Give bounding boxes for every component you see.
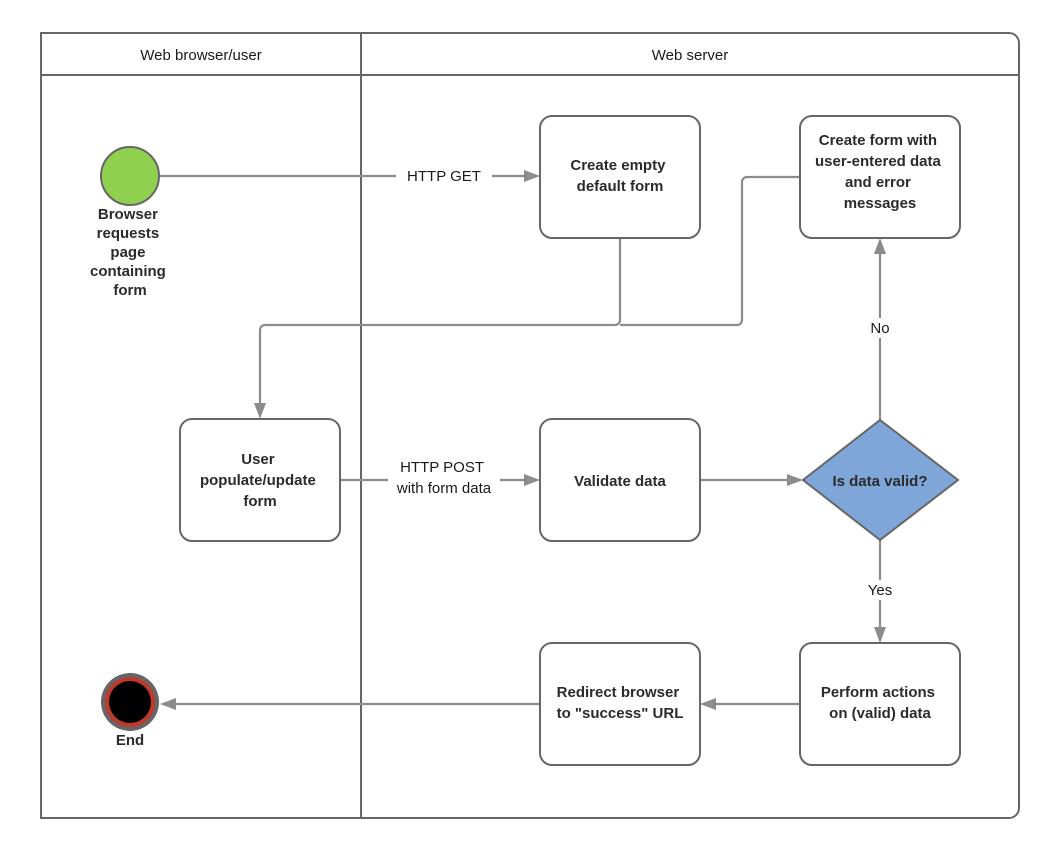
node-start-caption: Browser requests page containing form [90,206,170,299]
lane-server-label: Web server [652,47,728,64]
node-start-caption-line-4: containing [90,263,166,280]
arrowhead-user-form-to-validate [524,474,540,486]
arrowhead-decision-yes [874,627,886,643]
node-create-form-errors-line-4: messages [844,195,917,212]
node-user-populate-form-box [179,418,341,542]
node-is-data-valid-label: Is data valid? [832,473,927,490]
node-start-caption-line-3: page [110,244,145,261]
node-perform-actions-label: Perform actions on (valid) data [821,684,939,722]
edge-label-no-top: No [870,320,889,337]
node-validate-data-box [539,418,701,542]
edge-create-form-errors-to-user-form [620,175,800,327]
edge-label-no-top-line-1: No [870,320,889,337]
start-circle-icon [100,146,160,206]
node-create-empty-form-box [539,115,701,239]
node-end-caption: End [116,732,144,749]
node-perform-actions-box [799,642,961,766]
backdrop-no [864,318,896,338]
node-validate-data[interactable]: Validate data [539,418,701,542]
node-start-caption-line-2: requests [97,225,160,242]
edge-label-http-post-top-line-1: HTTP POST [400,459,484,476]
node-user-populate-form-label: User populate/update form [200,451,320,510]
node-start[interactable]: Browser requests page containing form [90,146,170,299]
node-is-data-valid-diamond [801,418,960,542]
edge-label-http-get-top-line-1: HTTP GET [407,168,481,185]
node-create-empty-form-label: Create empty default form [570,157,669,195]
node-redirect-browser[interactable]: Redirect browser to "success" URL [539,642,701,766]
edge-label-http-get-top: HTTP GET [407,168,481,185]
edge-create-empty-to-user-form [258,238,622,406]
node-create-form-errors-box [799,115,961,239]
backdrop-http-post [388,456,500,498]
node-user-populate-form-line-3: form [243,493,276,510]
node-create-empty-form-line-1: Create empty [570,157,666,174]
edge-labels-top-layer: HTTP GET HTTP POST with form data No Yes [396,168,892,599]
node-redirect-browser-line-2: to "success" URL [557,705,684,722]
node-perform-actions-line-2: on (valid) data [829,705,931,722]
arrowhead-decision-no [874,238,886,254]
backdrop-http-get [396,166,492,186]
lane-browser-label: Web browser/user [140,47,261,64]
node-create-form-errors-line-3: and error [845,174,911,191]
node-user-populate-form[interactable]: User populate/update form [179,418,341,542]
edge-label-backdrops [388,166,899,600]
node-redirect-browser-box [539,642,701,766]
edge-label-http-post-top-line-2: with form data [396,480,492,497]
backdrop-yes [861,580,899,600]
node-is-data-valid-line-1: Is data valid? [832,473,927,490]
node-end[interactable]: End [101,673,159,749]
node-create-form-errors-line-2: user-entered data [815,153,942,170]
node-create-form-errors-line-1: Create form with [819,132,937,149]
edge-label-yes-top: Yes [868,582,892,599]
node-start-caption-line-5: form [113,282,146,299]
edge-label-yes-top-line-1: Yes [868,582,892,599]
arrowhead-redirect-to-end [160,698,176,710]
node-user-populate-form-line-1: User [241,451,275,468]
arrowhead-validate-to-decision [787,474,803,486]
arrowhead-perform-to-redirect [700,698,716,710]
node-is-data-valid[interactable]: Is data valid? [801,418,960,542]
node-validate-data-label: Validate data [574,473,666,490]
node-perform-actions-line-1: Perform actions [821,684,935,701]
node-validate-data-line-1: Validate data [574,473,666,490]
node-create-form-errors[interactable]: Create form with user-entered data and e… [799,115,961,239]
node-create-empty-form[interactable]: Create empty default form [539,115,701,239]
arrowhead-create-empty-to-user-form [254,403,266,419]
node-redirect-browser-line-1: Redirect browser [557,684,680,701]
end-circle-inner-icon [109,681,151,723]
node-user-populate-form-line-2: populate/update [200,472,316,489]
node-create-empty-form-line-2: default form [577,178,664,195]
node-redirect-browser-label: Redirect browser to "success" URL [557,684,684,722]
node-start-caption-line-1: Browser [98,206,158,223]
node-end-caption-line-1: End [116,732,144,749]
node-create-form-errors-label: Create form with user-entered data and e… [815,132,945,212]
arrowhead-start-to-create-empty [524,170,540,182]
edge-label-http-post-top: HTTP POST with form data [396,459,492,497]
lane-browser-header-box [40,32,362,76]
node-perform-actions[interactable]: Perform actions on (valid) data [799,642,961,766]
